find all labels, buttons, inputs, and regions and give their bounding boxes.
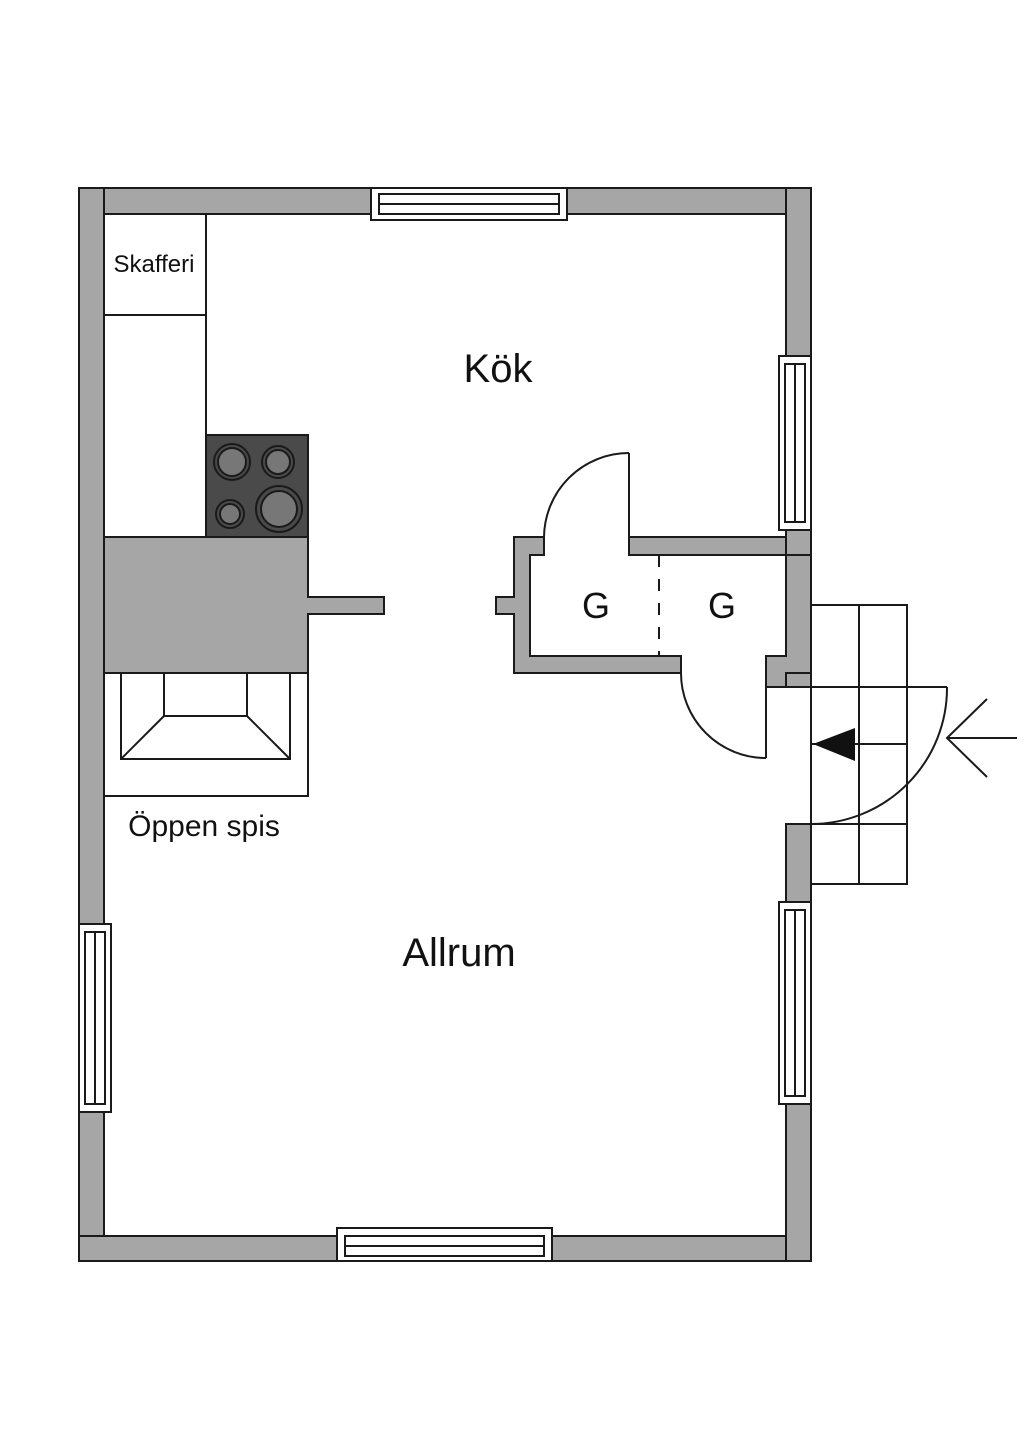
- kitchen-counter: [103, 213, 308, 538]
- entrance-door[interactable]: [810, 686, 949, 825]
- stove-icon: [205, 434, 309, 538]
- outer-walls: [78, 187, 812, 1262]
- closet-left-label: G: [582, 585, 610, 626]
- entry-arrow-icon: [945, 698, 1017, 778]
- closet-door-upper[interactable]: [543, 452, 630, 538]
- fireplace-icon: [103, 672, 309, 797]
- interior-wall-block: [103, 536, 385, 674]
- fireplace-label: Öppen spis: [128, 810, 280, 843]
- living-room-label: Allrum: [402, 931, 515, 975]
- closet-walls: [495, 536, 812, 688]
- window-right-lower: [778, 901, 812, 1105]
- closet-door-lower[interactable]: [680, 672, 767, 759]
- window-right-upper: [778, 355, 812, 531]
- stairs-direction-arrow-icon: [813, 728, 855, 761]
- kitchen-label: Kök: [464, 347, 534, 391]
- window-left: [78, 923, 112, 1113]
- window-top: [370, 187, 568, 221]
- pantry-label: Skafferi: [114, 251, 195, 278]
- closet-right-label: G: [708, 585, 736, 626]
- window-bottom: [336, 1227, 553, 1262]
